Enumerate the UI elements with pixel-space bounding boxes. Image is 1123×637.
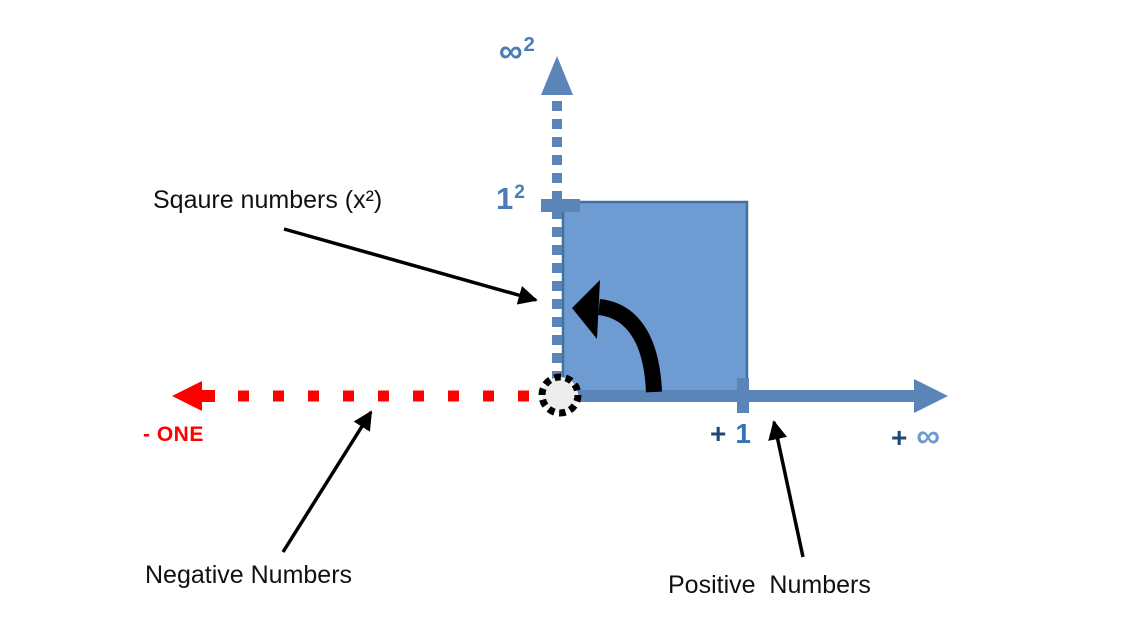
left-arrow-icon (172, 381, 215, 411)
minus-one-axis-label: - ONE (143, 423, 204, 446)
positive-numbers-annotation-label: Positive Numbers (668, 571, 871, 599)
negative-numbers-annotation-label: Negative Numbers (145, 561, 353, 589)
plus-infinity-value: ∞ (916, 418, 940, 455)
one-squared-base: 1 (496, 181, 514, 216)
one-squared-tick (541, 199, 580, 212)
one-squared-tick-label: 12 (496, 181, 525, 216)
square-numbers-annotation-arrow (283, 227, 538, 305)
infinity-squared-axis-label: ∞2 (499, 32, 535, 69)
infinity-superscript: 2 (523, 32, 535, 56)
infinity-symbol: ∞ (499, 32, 523, 69)
plus-infinity-axis-label: +∞ (891, 418, 940, 455)
rotate-arrow-curve (597, 299, 662, 393)
plus-one-tick (737, 378, 749, 413)
plus-one-value: 1 (735, 418, 751, 449)
plus-one-tick-label: +1 (710, 418, 751, 450)
origin-circle (538, 373, 582, 417)
square-numbers-annotation-label: Sqaure numbers (x²) (153, 186, 383, 214)
plus-one-sign: + (710, 418, 727, 449)
one-squared-superscript: 2 (514, 182, 525, 204)
positive-numbers-annotation-arrow (768, 420, 805, 558)
up-arrow-icon (541, 56, 573, 95)
negative-numbers-annotation-arrow (281, 410, 373, 553)
right-arrow-icon (914, 379, 948, 413)
plus-infinity-sign: + (891, 422, 908, 453)
rotate-arrow-icon (572, 280, 600, 339)
